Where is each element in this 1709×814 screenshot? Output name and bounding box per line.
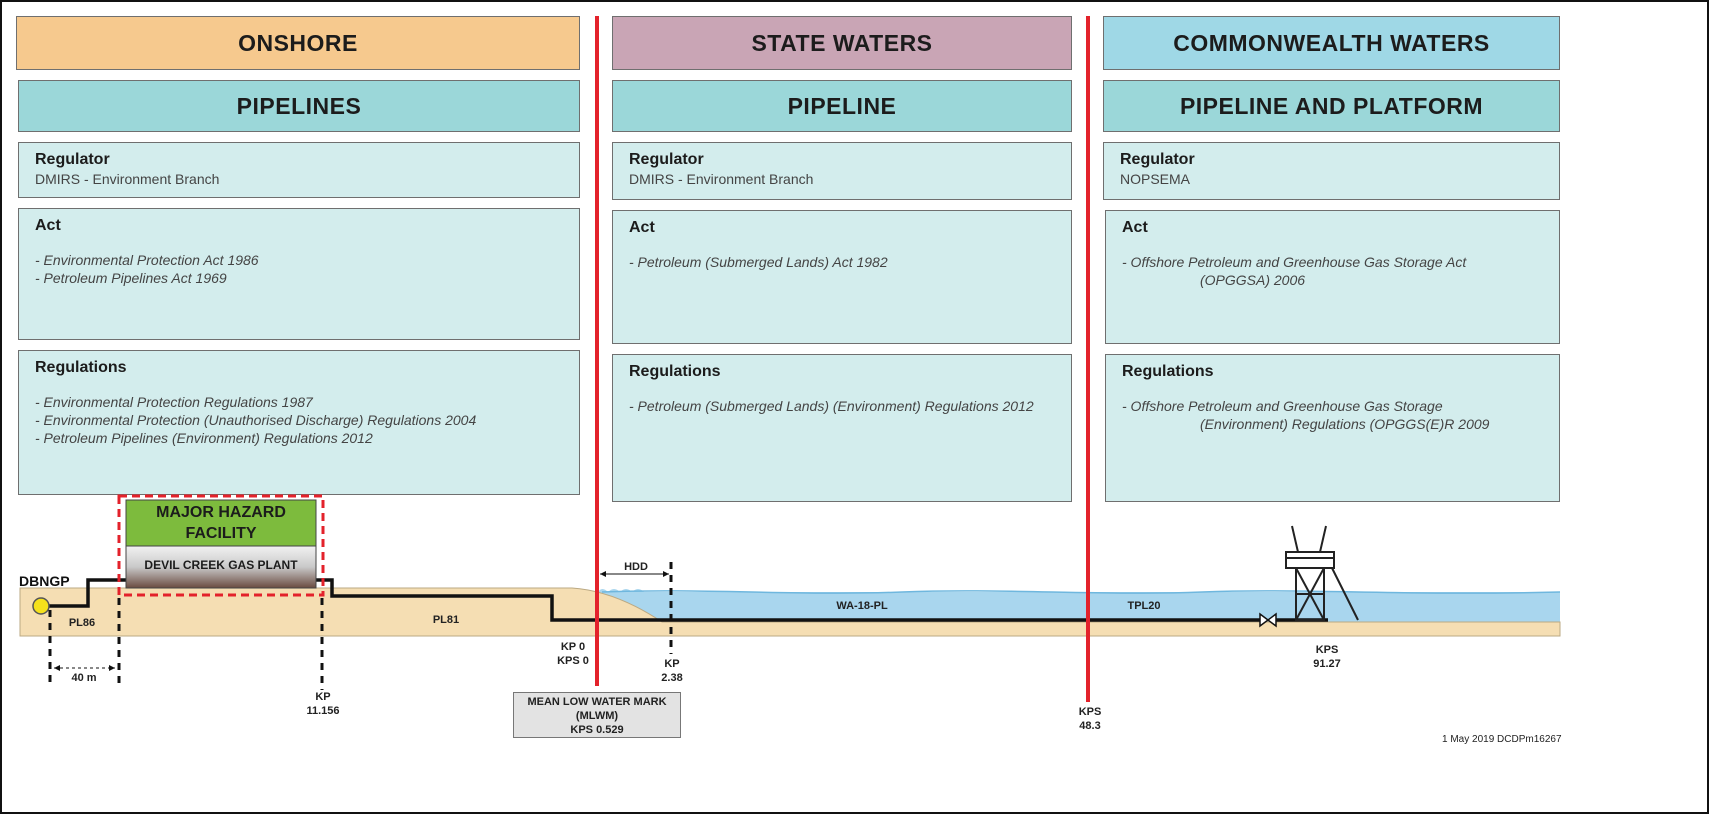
act-item: - Offshore Petroleum and Greenhouse Gas … (1122, 254, 1467, 270)
regulations-box-onshore: Regulations - Environmental Protection R… (18, 350, 580, 495)
act-label: Act (629, 219, 655, 236)
arrow-right-icon (109, 665, 115, 671)
regulations-box-commonwealth: Regulations - Offshore Petroleum and Gre… (1105, 354, 1560, 502)
regulator-box-state: Regulator DMIRS - Environment Branch (612, 142, 1072, 200)
regulation-item: - Environmental Protection Regulations 1… (35, 394, 313, 410)
gas-plant-label: DEVIL CREEK GAS PLANT (144, 558, 298, 572)
regulator-label: Regulator (1120, 151, 1195, 168)
pipeline-route (42, 578, 1262, 622)
act-box-state: Act - Petroleum (Submerged Lands) Act 19… (612, 210, 1072, 344)
regulator-box-onshore: Regulator DMIRS - Environment Branch (18, 142, 580, 198)
act-label: Act (35, 217, 61, 234)
kp-0-label: KP 0 KPS 0 (550, 640, 596, 668)
kps-483-line-2: 48.3 (1079, 720, 1101, 732)
mhf-line-1: MAJOR HAZARD (156, 504, 286, 521)
arrow-left-icon (600, 571, 606, 577)
regulation-item: - Petroleum Pipelines (Environment) Regu… (35, 430, 373, 446)
zone-header-state-waters: STATE WATERS (612, 16, 1072, 70)
kps-483-label: KPS 48.3 (1068, 705, 1112, 733)
zone-header-onshore: ONSHORE (16, 16, 580, 70)
mlwm-line-1: MEAN LOW WATER MARK (527, 696, 667, 708)
sea-area (598, 589, 1560, 622)
kp-11156-line-2: 11.156 (306, 705, 340, 717)
regulation-item: - Petroleum (Submerged Lands) (Environme… (629, 398, 1034, 414)
act-item-continued: (OPGGSA) 2006 (1200, 272, 1306, 288)
mlwm-box: MEAN LOW WATER MARK (MLWM) KPS 0.529 (513, 692, 681, 738)
gas-plant-box (125, 545, 317, 589)
mhf-label: MAJOR HAZARD FACILITY (126, 502, 316, 544)
mhf-label-box (125, 499, 317, 547)
act-label: Act (1122, 219, 1148, 236)
regulator-value: DMIRS - Environment Branch (629, 171, 814, 187)
act-item: - Petroleum (Submerged Lands) Act 1982 (629, 254, 888, 270)
dbngp-label: DBNGP (19, 573, 70, 589)
regulation-item: - Offshore Petroleum and Greenhouse Gas … (1122, 398, 1443, 414)
seabed-land (19, 587, 1561, 637)
mlwm-line-3: KPS 0.529 (570, 724, 624, 736)
regulations-box-state: Regulations - Petroleum (Submerged Lands… (612, 354, 1072, 502)
regulator-value: DMIRS - Environment Branch (35, 171, 220, 187)
subheader-pipeline: PIPELINE (612, 80, 1072, 132)
mhf-line-2: FACILITY (185, 525, 257, 542)
subheader-pipelines: PIPELINES (18, 80, 580, 132)
wa-18-pl-label: WA-18-PL (836, 600, 888, 612)
valve-icon (1259, 612, 1277, 628)
act-box-onshore: Act - Environmental Protection Act 1986 … (18, 208, 580, 340)
regulator-label: Regulator (35, 151, 110, 168)
zone-header-commonwealth-waters: COMMONWEALTH WATERS (1103, 16, 1560, 70)
regulation-item: - Environmental Protection (Unauthorised… (35, 412, 477, 428)
kp-11156-label: KP 11.156 (298, 690, 348, 718)
act-box-commonwealth: Act - Offshore Petroleum and Greenhouse … (1105, 210, 1560, 344)
kps-9127-label: KPS 91.27 (1302, 643, 1352, 671)
kp-0-line-2: KPS 0 (557, 655, 589, 667)
kp-238-label: KP 2.38 (652, 657, 692, 685)
regulator-value: NOPSEMA (1120, 171, 1191, 187)
distance-40m-label: 40 m (71, 672, 97, 684)
kps-9127-line-2: 91.27 (1313, 658, 1341, 670)
boundary-line-commonwealth (1086, 16, 1090, 702)
kp-0-line-1: KP 0 (560, 641, 586, 653)
regulation-item-continued: (Environment) Regulations (OPGGS(E)R 200… (1200, 416, 1490, 432)
regulations-label: Regulations (35, 359, 127, 376)
tpl20-label: TPL20 (1127, 600, 1161, 612)
regulator-box-commonwealth: Regulator NOPSEMA (1103, 142, 1560, 200)
kp-238-line-2: 2.38 (661, 672, 683, 684)
arrow-left-icon (54, 665, 60, 671)
footer-reference: 1 May 2019 DCDPm16267 (1442, 734, 1562, 745)
kp-238-line-1: KP (664, 658, 680, 670)
boundary-line-mlwm (595, 16, 599, 686)
pl81-label: PL81 (432, 614, 460, 626)
arrow-right-icon (663, 571, 669, 577)
act-item: - Environmental Protection Act 1986 (35, 252, 259, 268)
regulations-label: Regulations (629, 363, 721, 380)
kp-11156-line-1: KP (315, 691, 331, 703)
platform-icon (1285, 525, 1359, 621)
mlwm-line-2: (MLWM) (575, 710, 619, 722)
regulator-label: Regulator (629, 151, 704, 168)
regulations-label: Regulations (1122, 363, 1214, 380)
hdd-label: HDD (624, 561, 648, 573)
mhf-boundary (117, 494, 325, 597)
pl86-label: PL86 (68, 617, 96, 629)
dbngp-node-icon (32, 597, 50, 615)
sea-surface (601, 590, 1561, 594)
subheader-pipeline-and-platform: PIPELINE AND PLATFORM (1103, 80, 1560, 132)
kps-9127-line-1: KPS (1315, 644, 1339, 656)
kps-483-line-1: KPS (1078, 706, 1102, 718)
act-item: - Petroleum Pipelines Act 1969 (35, 270, 227, 286)
